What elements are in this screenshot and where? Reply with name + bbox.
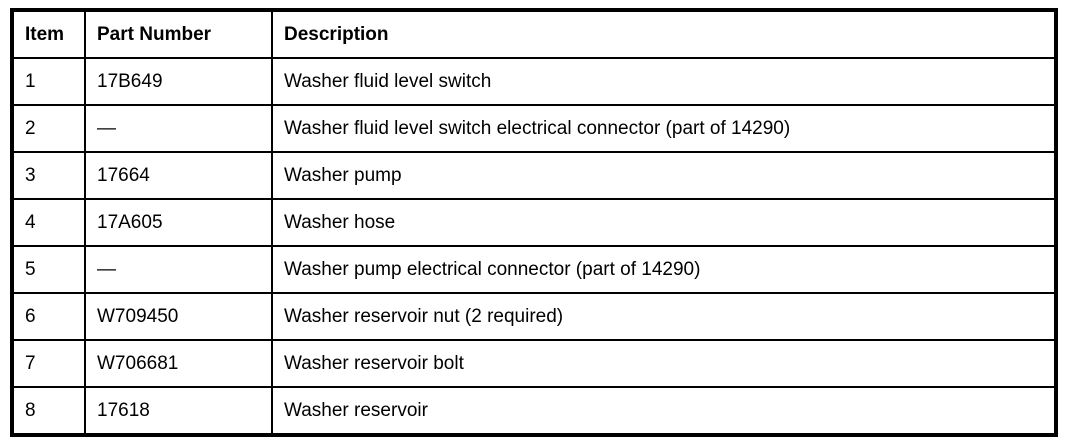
parts-table: Item Part Number Description 1 17B649 Wa… [10,8,1058,437]
cell-part-number: 17618 [84,386,273,436]
column-header-part-number: Part Number [84,9,273,59]
table-row: 5 — Washer pump electrical connector (pa… [11,245,1057,294]
cell-description: Washer reservoir bolt [271,339,1057,388]
cell-item: 3 [11,151,86,200]
table-row: 4 17A605 Washer hose [11,198,1057,247]
table-row: 6 W709450 Washer reservoir nut (2 requir… [11,292,1057,341]
cell-description: Washer fluid level switch electrical con… [271,104,1057,153]
cell-description: Washer reservoir [271,386,1057,436]
cell-description: Washer pump electrical connector (part o… [271,245,1057,294]
cell-item: 8 [11,386,86,436]
cell-item: 5 [11,245,86,294]
cell-description: Washer reservoir nut (2 required) [271,292,1057,341]
cell-item: 7 [11,339,86,388]
cell-item: 4 [11,198,86,247]
cell-part-number: 17A605 [84,198,273,247]
table-header-row: Item Part Number Description [11,9,1057,59]
cell-description: Washer pump [271,151,1057,200]
table-row: 1 17B649 Washer fluid level switch [11,57,1057,106]
table-row: 3 17664 Washer pump [11,151,1057,200]
cell-item: 2 [11,104,86,153]
table-row: 8 17618 Washer reservoir [11,386,1057,436]
table-row: 2 — Washer fluid level switch electrical… [11,104,1057,153]
cell-part-number: 17664 [84,151,273,200]
cell-item: 6 [11,292,86,341]
cell-part-number: W709450 [84,292,273,341]
column-header-item: Item [11,9,86,59]
column-header-description: Description [271,9,1057,59]
cell-part-number: — [84,245,273,294]
cell-item: 1 [11,57,86,106]
cell-part-number: — [84,104,273,153]
cell-description: Washer hose [271,198,1057,247]
cell-part-number: W706681 [84,339,273,388]
table-row: 7 W706681 Washer reservoir bolt [11,339,1057,388]
cell-part-number: 17B649 [84,57,273,106]
cell-description: Washer fluid level switch [271,57,1057,106]
